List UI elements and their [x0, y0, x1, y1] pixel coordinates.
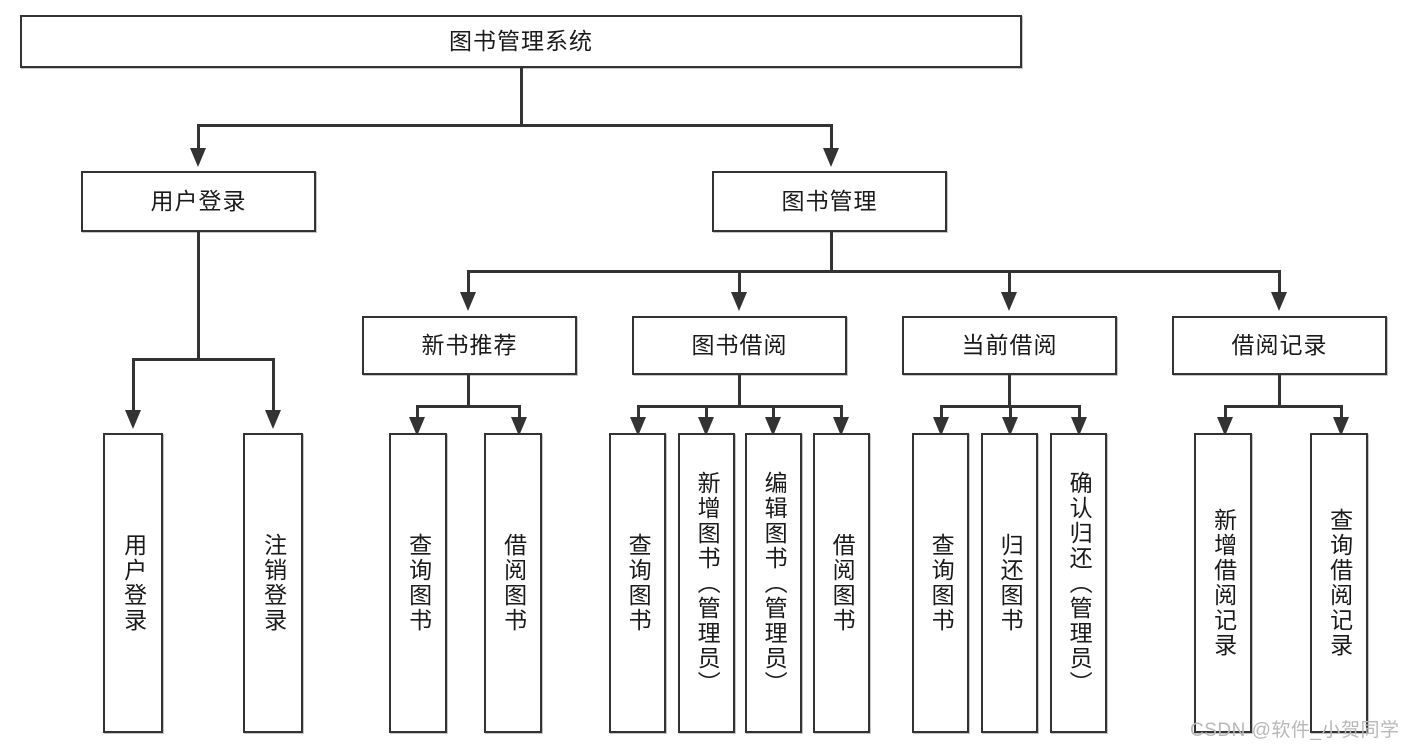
arrowhead-nbr-leaf-1: [511, 417, 527, 436]
node-label: 归还图书: [997, 533, 1024, 633]
arrowhead-cb-leaf-0: [933, 417, 949, 436]
edge-br-leaf-1: [1340, 405, 1343, 419]
arrowhead-borrow-record: [1271, 292, 1287, 311]
edge-br-leaf-0: [1224, 405, 1227, 419]
edge-bb-leaf-1: [705, 405, 708, 419]
watermark-csdn: CSDN @软件_小贺同学: [1190, 720, 1400, 741]
node-label: 用户登录: [150, 187, 247, 214]
node-label: 当前借阅: [961, 331, 1058, 358]
node-label: 图书管理系统: [449, 27, 593, 54]
leaf-borrow-record-0[interactable]: 新增借阅记录: [1194, 433, 1252, 733]
edge-bb-leaf-0: [637, 405, 640, 419]
arrowhead-bb-leaf-3: [833, 417, 849, 436]
leaf-book-borrow-2[interactable]: 编辑图书（管理员）: [745, 433, 802, 733]
node-label: 查询图书: [928, 533, 955, 633]
node-label: 借阅记录: [1231, 331, 1328, 358]
arrowhead-user-login: [190, 148, 206, 167]
edge-root-stem: [520, 68, 523, 126]
edge-to-book-borrow: [738, 270, 741, 294]
arrowhead-br-leaf-1: [1333, 417, 1349, 436]
edge-user-login-bus: [132, 358, 272, 361]
leaf-new-book-recommend-1[interactable]: 借阅图书: [484, 433, 542, 733]
edge-root-bus: [197, 124, 833, 127]
edge-borrow-record-bus: [1224, 405, 1340, 408]
edge-new-book-recommend-bus: [416, 405, 518, 408]
leaf-user-login-0[interactable]: 用户登录: [103, 433, 163, 733]
leaf-book-borrow-1[interactable]: 新增图书（管理员）: [678, 433, 735, 733]
node-label: 图书管理: [781, 187, 878, 214]
node-root-book-management-system[interactable]: 图书管理系统: [20, 15, 1022, 68]
edge-nbr-leaf-1: [518, 405, 521, 419]
leaf-new-book-recommend-0[interactable]: 查询图书: [389, 433, 447, 733]
arrowhead-book-borrow: [731, 292, 747, 311]
edge-cb-leaf-2: [1078, 405, 1081, 419]
node-label: 借阅图书: [829, 533, 856, 633]
edge-current-borrow-stem: [1008, 375, 1011, 407]
edge-nbr-leaf-0: [416, 405, 419, 419]
arrowhead-new-book-recommend: [460, 292, 476, 311]
edge-user-login-stem: [197, 232, 200, 360]
edge-user-login-leaf-1: [272, 358, 275, 412]
arrowhead-nbr-leaf-0: [409, 417, 425, 436]
leaf-borrow-record-1[interactable]: 查询借阅记录: [1310, 433, 1368, 733]
leaf-book-borrow-3[interactable]: 借阅图书: [813, 433, 870, 733]
arrowhead-bb-leaf-1: [698, 417, 714, 436]
edge-borrow-record-stem: [1278, 375, 1281, 407]
arrowhead-current-borrow: [1001, 292, 1017, 311]
leaf-current-borrow-1[interactable]: 归还图书: [981, 433, 1038, 733]
edge-to-borrow-record: [1278, 270, 1281, 294]
node-label: 查询图书: [625, 533, 652, 633]
edge-book-management-stem: [830, 232, 833, 272]
edge-bb-leaf-3: [840, 405, 843, 419]
edge-book-management-bus: [467, 270, 1281, 273]
edge-to-new-book-recommend: [467, 270, 470, 294]
node-label: 新书推荐: [421, 331, 518, 358]
edge-book-borrow-bus: [637, 405, 842, 408]
arrowhead-br-leaf-0: [1217, 417, 1233, 436]
edge-new-book-recommend-stem: [467, 375, 470, 407]
node-new-book-recommend[interactable]: 新书推荐: [362, 316, 577, 375]
edge-book-borrow-stem: [738, 375, 741, 407]
edge-bb-leaf-2: [772, 405, 775, 419]
leaf-current-borrow-0[interactable]: 查询图书: [912, 433, 969, 733]
edge-to-current-borrow: [1008, 270, 1011, 294]
edge-cb-leaf-0: [940, 405, 943, 419]
arrowhead-bb-leaf-2: [765, 417, 781, 436]
arrowhead-user-login-leaf-0: [125, 410, 141, 429]
arrowhead-cb-leaf-2: [1071, 417, 1087, 436]
node-label: 编辑图书（管理员）: [761, 470, 788, 696]
arrowhead-user-login-leaf-1: [265, 410, 281, 429]
edge-to-book-management: [830, 124, 833, 150]
node-label: 查询图书: [405, 533, 432, 633]
node-user-login[interactable]: 用户登录: [81, 171, 316, 232]
node-book-management[interactable]: 图书管理: [712, 171, 947, 232]
node-label: 借阅图书: [500, 533, 527, 633]
node-label: 确认归还（管理员）: [1066, 470, 1093, 696]
node-current-borrow[interactable]: 当前借阅: [902, 316, 1117, 375]
arrowhead-bb-leaf-0: [630, 417, 646, 436]
edge-cb-leaf-1: [1009, 405, 1012, 419]
arrowhead-cb-leaf-1: [1002, 417, 1018, 436]
arrowhead-book-management: [823, 148, 839, 167]
edge-to-user-login: [197, 124, 200, 150]
leaf-current-borrow-2[interactable]: 确认归还（管理员）: [1050, 433, 1107, 733]
node-book-borrow[interactable]: 图书借阅: [632, 316, 847, 375]
node-label: 查询借阅记录: [1326, 508, 1353, 658]
node-borrow-record[interactable]: 借阅记录: [1172, 316, 1387, 375]
node-label: 新增图书（管理员）: [694, 470, 721, 696]
leaf-book-borrow-0[interactable]: 查询图书: [609, 433, 666, 733]
node-label: 用户登录: [120, 533, 147, 633]
node-label: 图书借阅: [691, 331, 788, 358]
leaf-user-login-1[interactable]: 注销登录: [243, 433, 303, 733]
edge-user-login-leaf-0: [132, 358, 135, 412]
node-label: 注销登录: [260, 533, 287, 633]
node-label: 新增借阅记录: [1210, 508, 1237, 658]
